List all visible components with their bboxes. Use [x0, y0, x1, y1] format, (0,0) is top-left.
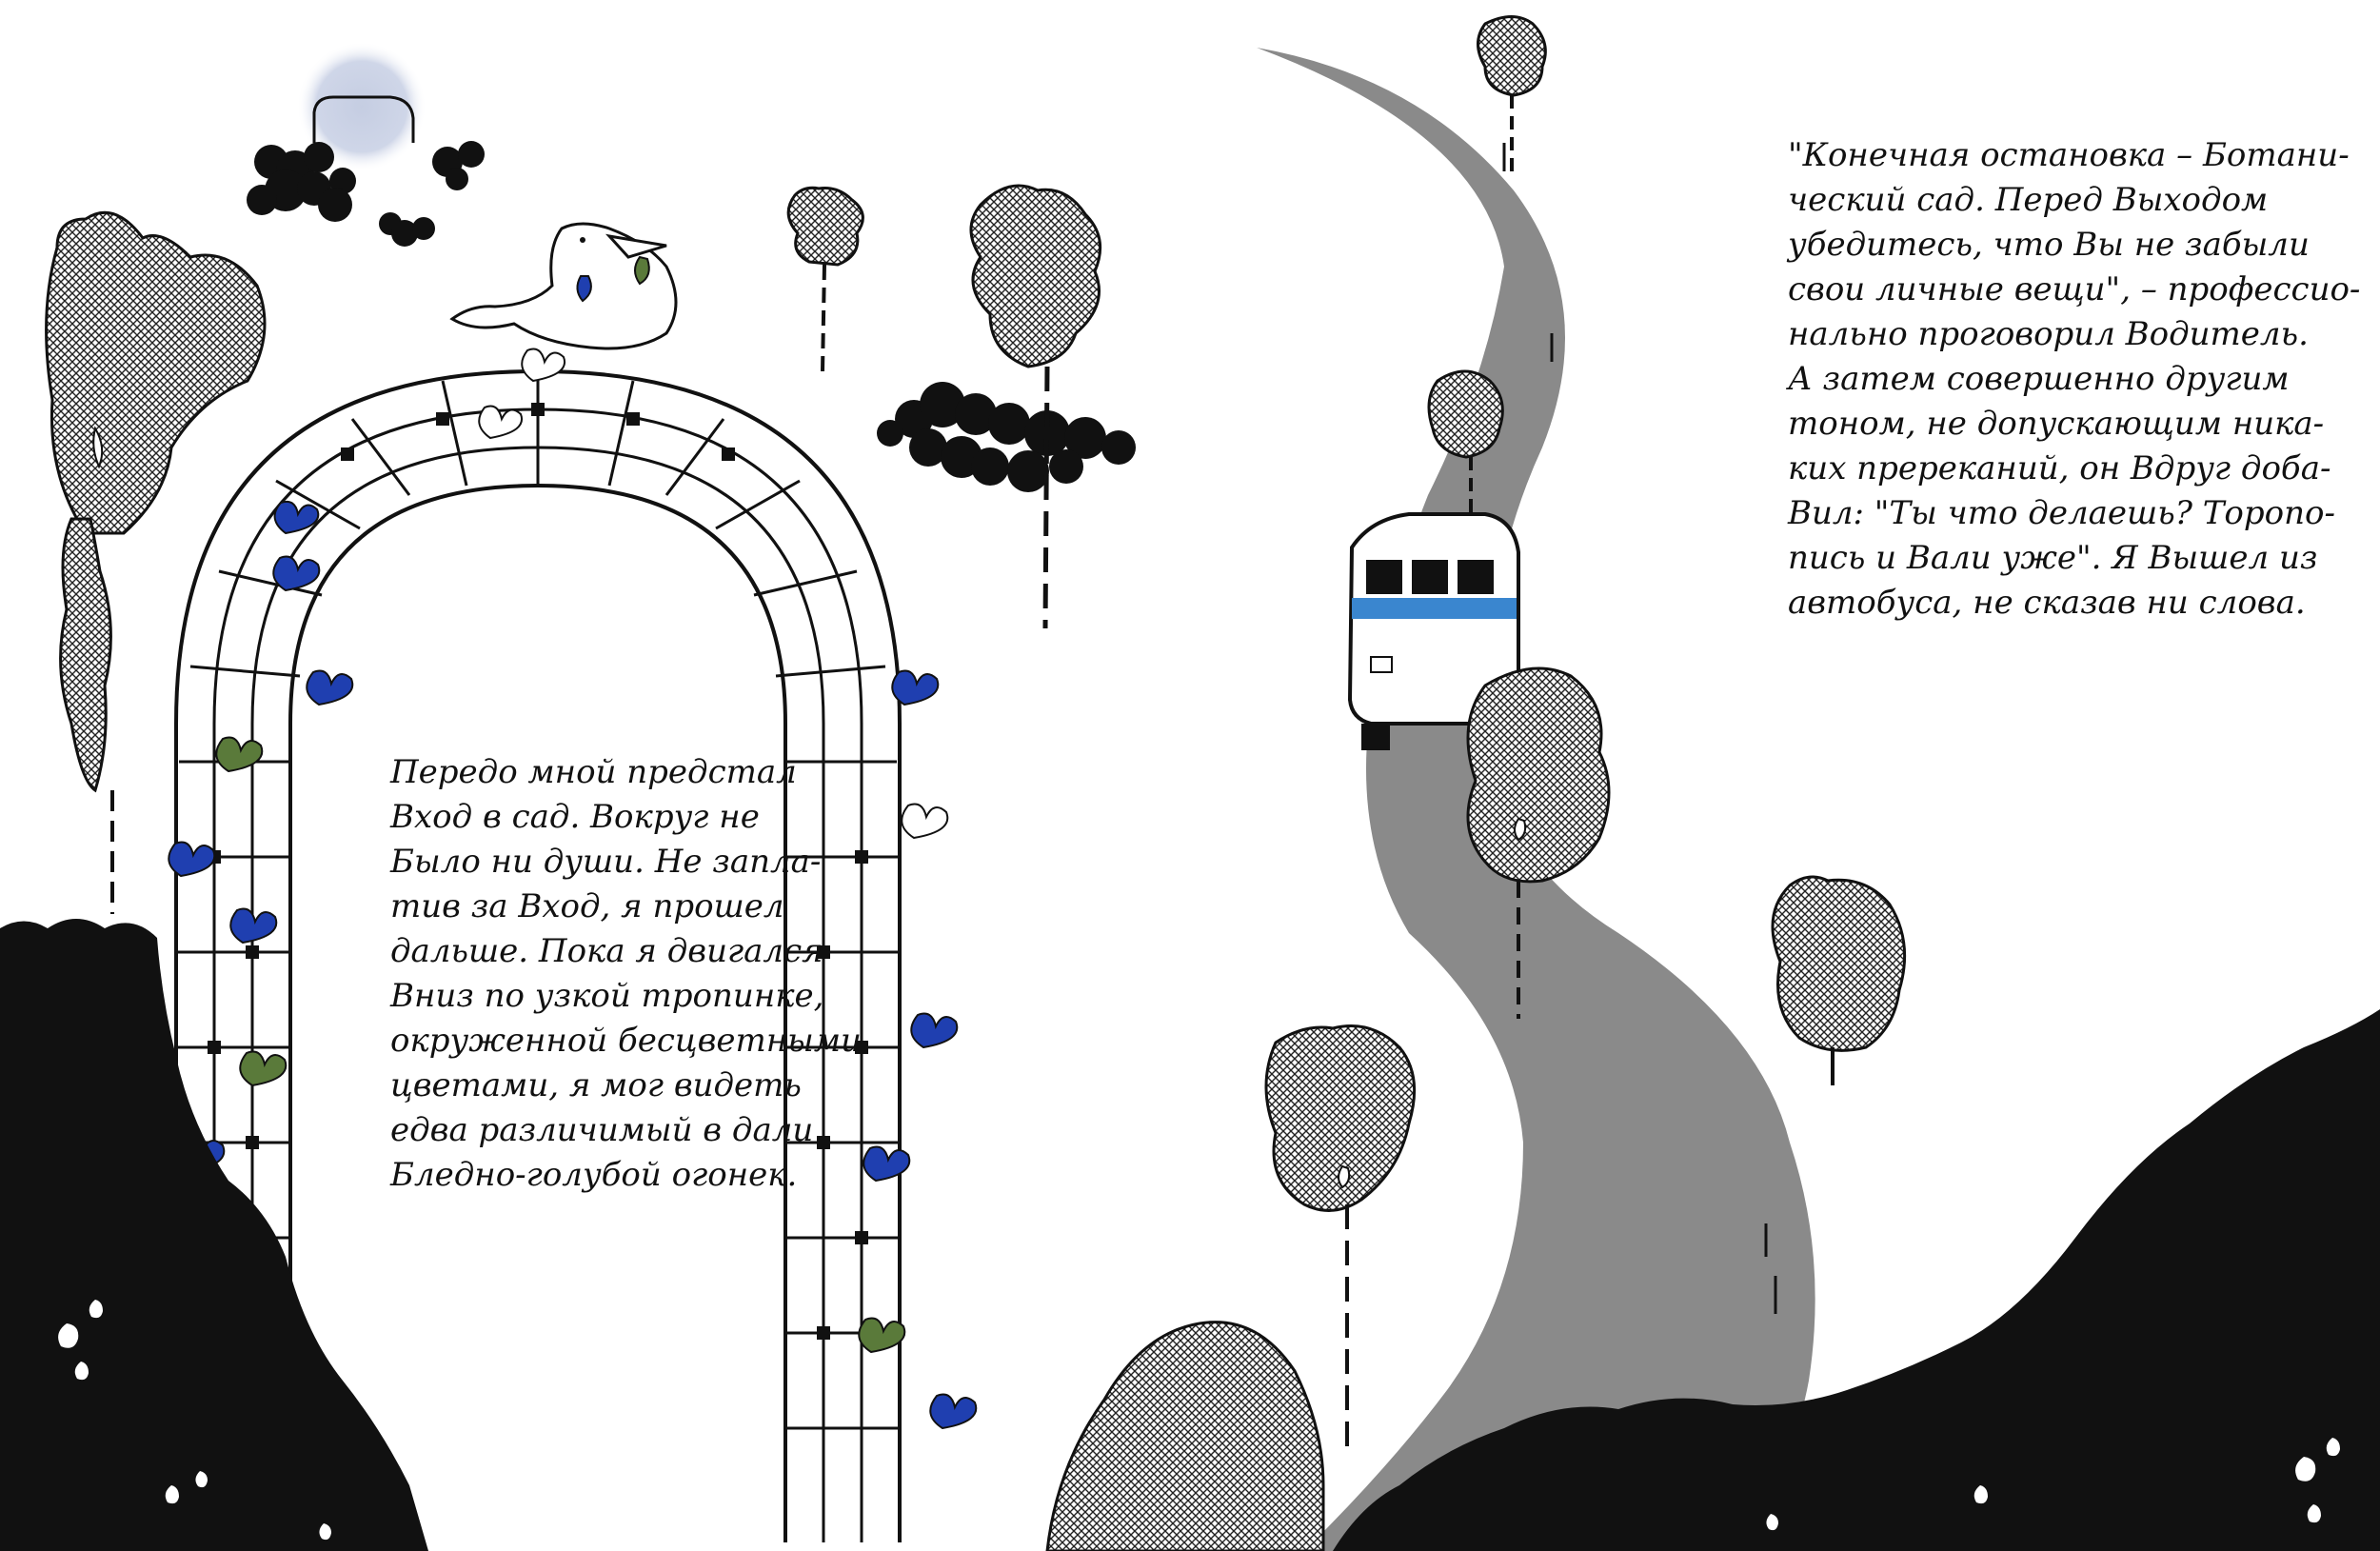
tree-small — [786, 186, 864, 372]
tree-left-tall — [45, 210, 267, 914]
text-line: Вход в сад. Вокруг не — [390, 798, 760, 836]
bus-icon — [1347, 512, 1520, 750]
bush-left — [0, 919, 428, 1551]
leaf-group — [168, 348, 978, 1430]
text-line: пись и Вали уже". Я Вышел из — [1788, 539, 2318, 577]
bush-hatched — [1045, 1321, 1325, 1551]
road — [1257, 48, 1815, 1551]
text-line: Было ни души. Не запла- — [390, 843, 822, 881]
text-line: тоном, не допускающим ника- — [1788, 405, 2325, 443]
cloud-group — [247, 141, 485, 247]
text-line: дальше. Пока я двигался — [390, 932, 823, 970]
tree-small — [1427, 369, 1504, 514]
text-line: окруженной бесцветными — [390, 1022, 862, 1060]
bush-right — [1333, 1009, 2380, 1551]
text-line: тив за Вход, я прошел — [390, 887, 784, 925]
left-page-text: Передо мной предстал Вход в сад. Вокруг … — [390, 750, 862, 1198]
text-line: Вил: "Ты что делаешь? Торопо- — [1788, 494, 2335, 532]
text-line: ческий сад. Перед Выходом — [1788, 181, 2269, 219]
tree-medium — [1264, 1024, 1417, 1447]
moon-icon — [297, 42, 426, 171]
text-line: Вниз по узкой тропинке, — [390, 977, 824, 1015]
tree-medium — [877, 184, 1136, 629]
text-line: цветами, я мог видеть — [390, 1066, 802, 1104]
text-line: А затем совершенно другим — [1788, 360, 2290, 398]
text-line: нально проговорил Водитель. — [1788, 315, 2309, 353]
tree-medium — [1771, 875, 1907, 1085]
text-line: Передо мной предстал — [390, 753, 797, 791]
tree-medium — [1466, 666, 1611, 1019]
text-line: едва различимый в дали — [390, 1111, 814, 1149]
right-page-text: "Конечная остановка – Ботани- ческий сад… — [1788, 133, 2360, 626]
text-line: ких пререканий, он Вдруг доба- — [1788, 449, 2331, 487]
tree-small — [1477, 15, 1547, 171]
text-line: убедитесь, что Вы не забыли — [1788, 226, 2310, 264]
bird-icon — [449, 222, 678, 350]
text-line: свои личные вещи", – профессио- — [1788, 270, 2361, 308]
text-line: автобуса, не сказав ни слова. — [1788, 584, 2306, 622]
text-line: Бледно-голубой огонек. — [390, 1156, 798, 1194]
text-line: "Конечная остановка – Ботани- — [1788, 136, 2350, 174]
